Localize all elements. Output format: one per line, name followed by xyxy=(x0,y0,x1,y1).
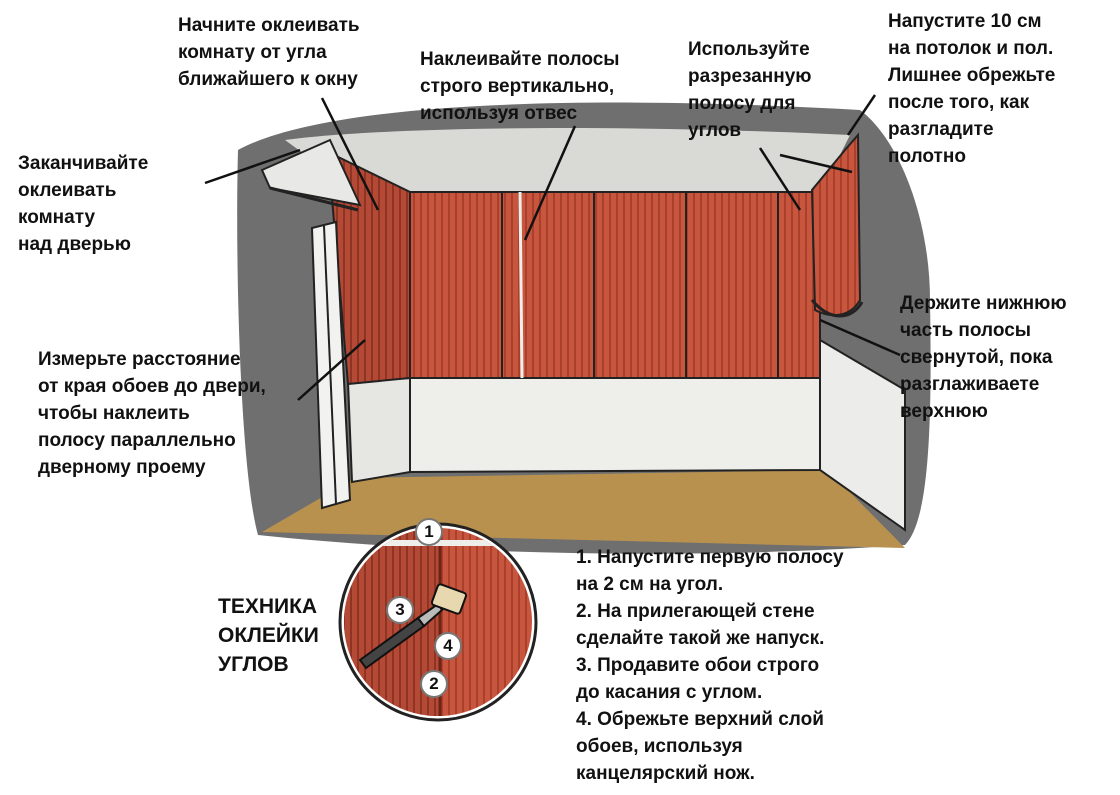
label-line: комнату от угла xyxy=(178,42,327,63)
label-overlap-10cm: Напустите 10 см на потолок и пол. Лишнее… xyxy=(888,8,1055,170)
brush-icon xyxy=(430,583,468,615)
label-line: оклеивать xyxy=(18,180,117,201)
label-line: свернутой, пока xyxy=(900,347,1053,368)
label-start-corner: Начните оклеивать комнату от угла ближай… xyxy=(178,12,360,93)
label-line: используя отвес xyxy=(420,103,578,124)
label-line: Напустите 10 см xyxy=(888,11,1042,32)
label-line: от края обоев до двери, xyxy=(38,376,266,397)
label-cut-strip-corners: Используйте разрезанную полосу для углов xyxy=(688,36,812,144)
back-wall-strips xyxy=(409,191,821,379)
corner-steps: 1. Напустите первую полосу на 2 см на уг… xyxy=(576,544,844,787)
label-line: разгладите xyxy=(888,119,994,140)
label-line: верхнюю xyxy=(900,401,988,422)
label-line: Начните оклеивать xyxy=(178,15,360,36)
molding-edge xyxy=(269,186,359,212)
label-line: после того, как xyxy=(888,92,1030,113)
label-vertical-strips: Наклеивайте полосы строго вертикально, и… xyxy=(420,46,620,127)
back-wall-lower xyxy=(409,372,821,474)
label-line: Измерьте расстояние xyxy=(38,349,241,370)
door-frame-inner xyxy=(323,225,337,505)
label-finish-over-door: Заканчивайте оклеивать комнату над дверь… xyxy=(18,150,148,258)
label-line: комнату xyxy=(18,207,96,228)
label-line: Заканчивайте xyxy=(18,153,149,174)
marker-3: 3 xyxy=(386,596,414,624)
step-line: 4. Обрежьте верхний слой xyxy=(576,709,824,730)
label-line: Используйте xyxy=(688,39,810,60)
label-line: дверному проему xyxy=(38,457,206,478)
left-wall-lower xyxy=(346,376,411,484)
title-line: ОКЛЕЙКИ xyxy=(218,624,319,647)
right-wall-lower xyxy=(819,338,906,532)
plumb-line xyxy=(518,191,524,379)
strip-roll xyxy=(810,299,864,318)
label-line: Наклеивайте полосы xyxy=(420,49,620,70)
label-line: разрезанную xyxy=(688,66,812,87)
label-hold-bottom: Держите нижнюю часть полосы свернутой, п… xyxy=(900,290,1067,425)
title-line: УГЛОВ xyxy=(218,653,289,676)
marker-4: 4 xyxy=(434,632,462,660)
label-line: над дверью xyxy=(18,234,131,255)
step-line: 2. На прилегающей стене xyxy=(576,601,815,622)
corner-detail xyxy=(338,522,538,722)
label-line: строго вертикально, xyxy=(420,76,615,97)
step-line: обоев, используя xyxy=(576,736,743,757)
corner-technique-title: ТЕХНИКА ОКЛЕЙКИ УГЛОВ xyxy=(218,592,319,679)
label-line: полотно xyxy=(888,146,966,167)
step-line: 1. Напустите первую полосу xyxy=(576,547,844,568)
step-line: канцелярский нож. xyxy=(576,763,755,784)
label-line: чтобы наклеить xyxy=(38,403,190,424)
label-measure-door: Измерьте расстояние от края обоев до две… xyxy=(38,346,266,481)
marker-1: 1 xyxy=(415,518,443,546)
molding xyxy=(260,138,362,207)
step-line: сделайте такой же напуск. xyxy=(576,628,825,649)
label-line: полосу параллельно xyxy=(38,430,236,451)
label-line: часть полосы xyxy=(900,320,1032,341)
label-line: ближайшего к окну xyxy=(178,69,358,90)
label-line: на потолок и пол. xyxy=(888,38,1054,59)
label-line: разглаживаете xyxy=(900,374,1040,395)
step-line: до касания с углом. xyxy=(576,682,763,703)
ceiling xyxy=(285,128,850,195)
marker-2: 2 xyxy=(420,670,448,698)
label-line: углов xyxy=(688,120,742,141)
label-line: Держите нижнюю xyxy=(900,293,1067,314)
leader-lines xyxy=(204,94,901,401)
label-line: Лишнее обрежьте xyxy=(888,65,1056,86)
step-line: 3. Продавите обои строго xyxy=(576,655,820,676)
step-line: на 2 см на угол. xyxy=(576,574,724,595)
label-line: полосу для xyxy=(688,93,796,114)
title-line: ТЕХНИКА xyxy=(218,595,318,618)
